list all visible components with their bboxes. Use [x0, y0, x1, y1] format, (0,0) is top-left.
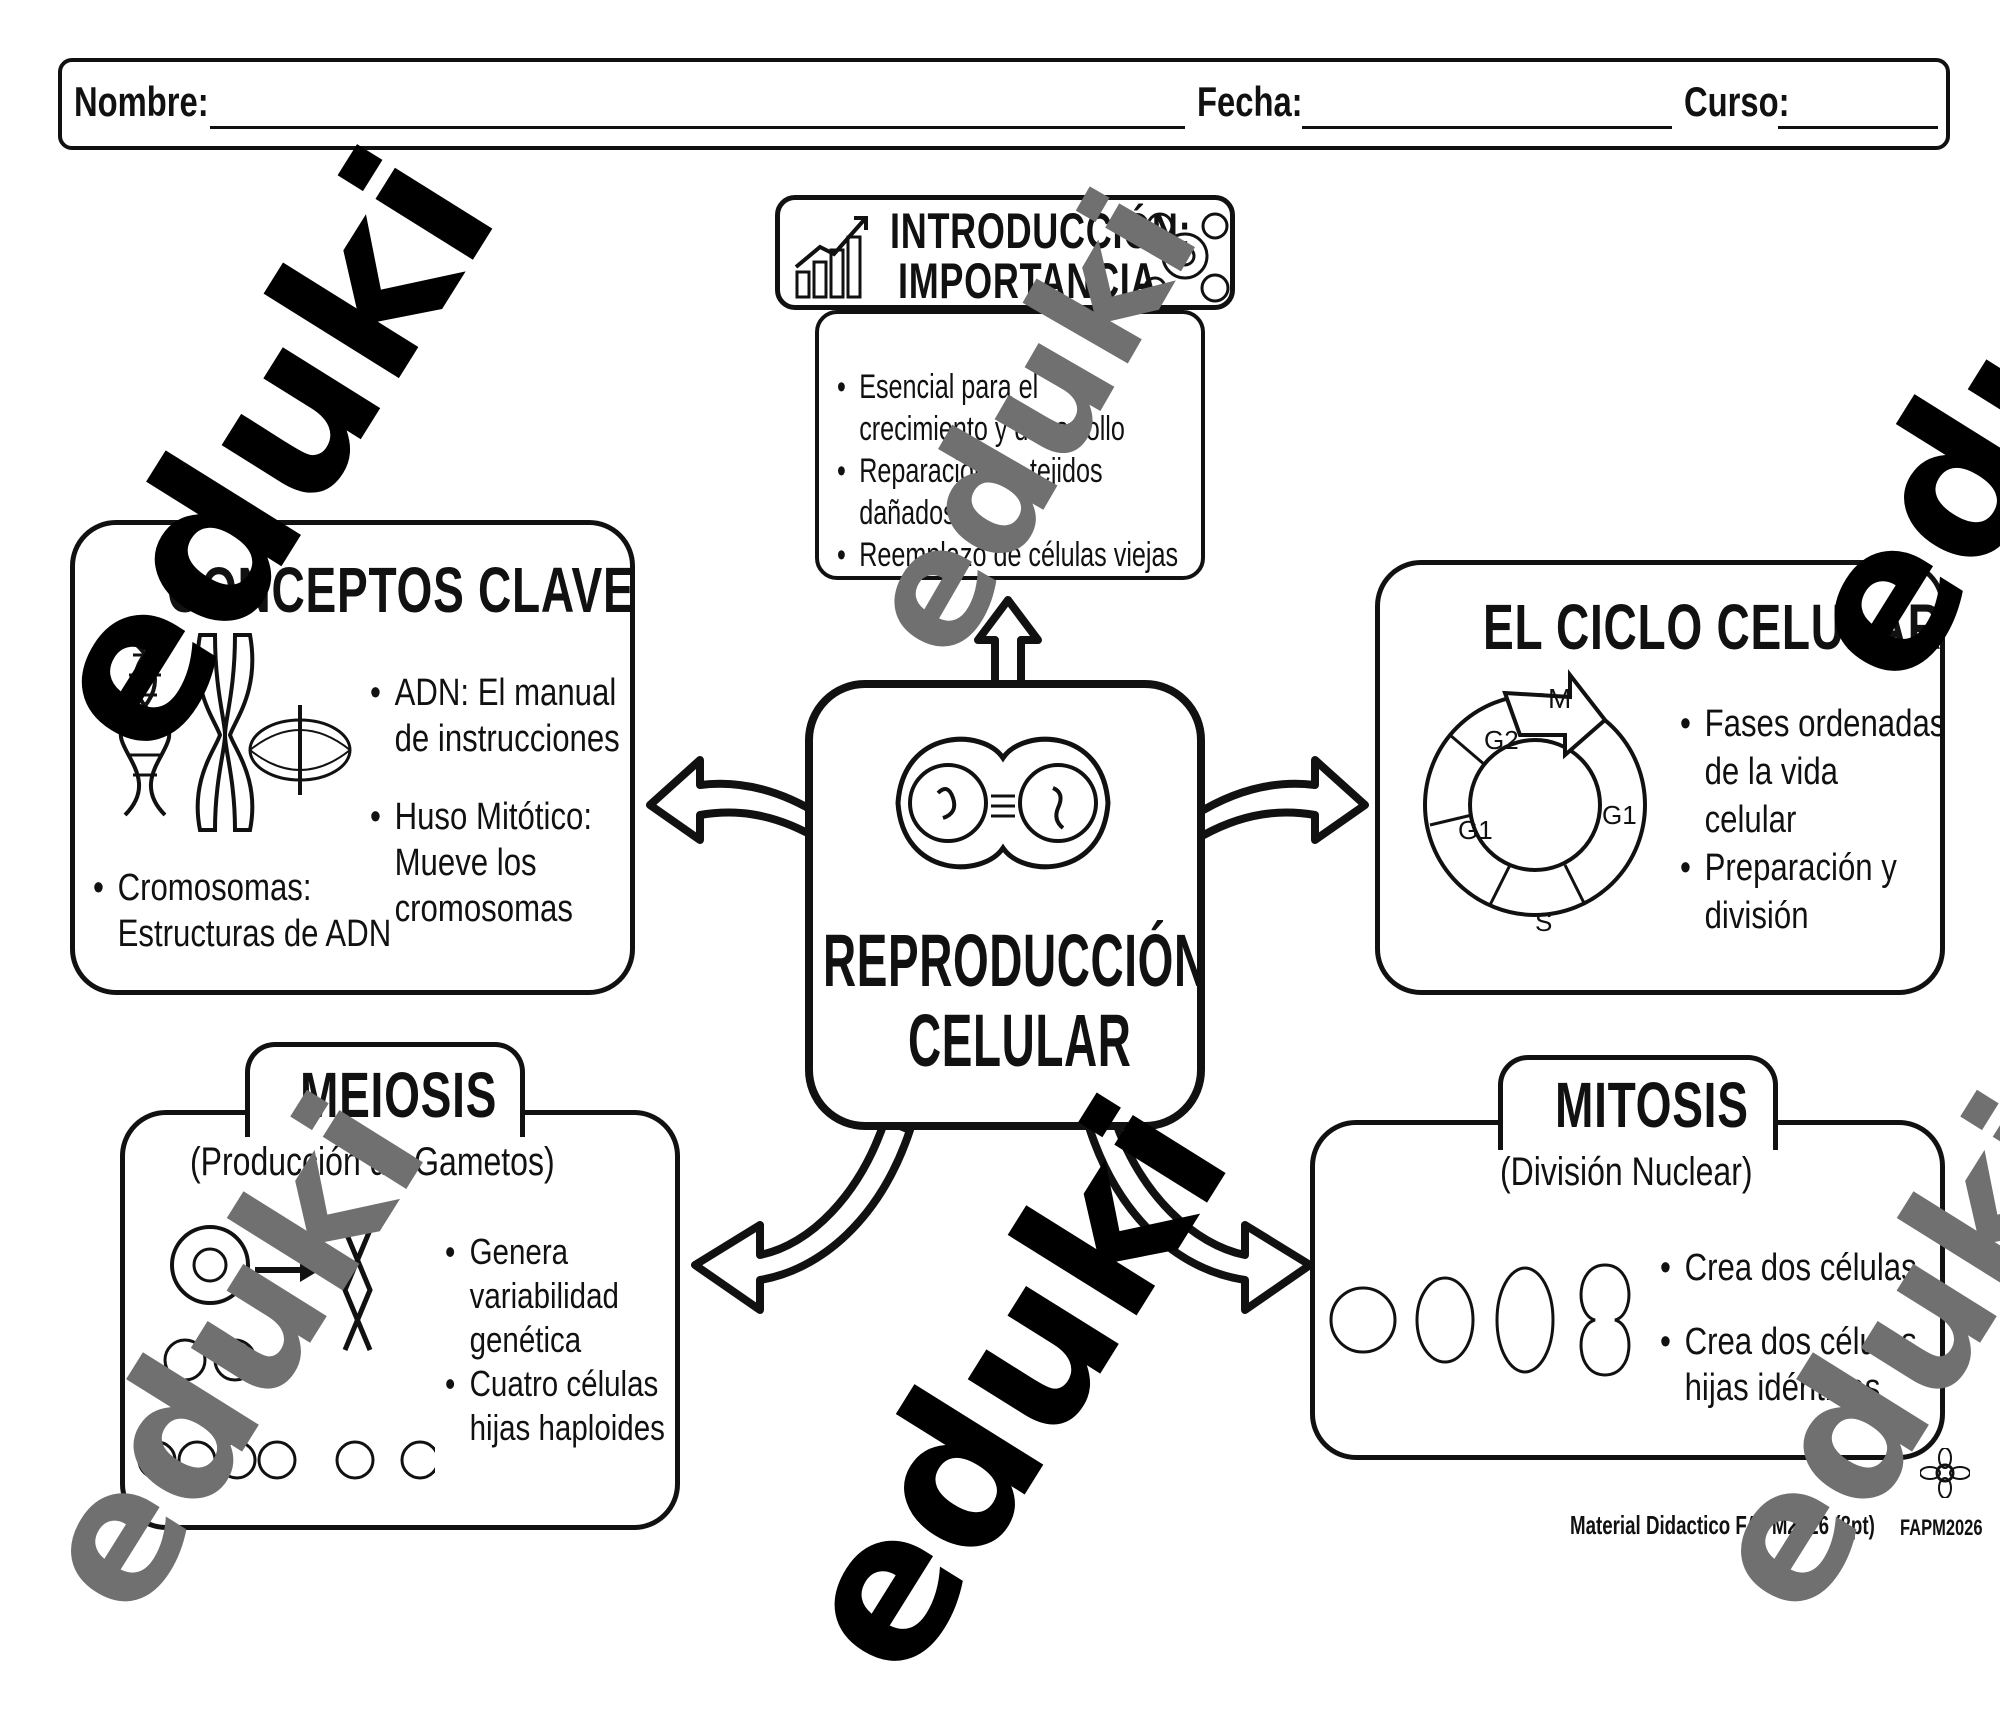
date-field[interactable]: [1302, 126, 1672, 129]
cells-icon: [1143, 212, 1230, 303]
meiosis-tab: [245, 1042, 525, 1137]
ciclo-box: EL CICLO CELULAR M G2 G1 G1 S Fases orde…: [1375, 560, 1945, 995]
meiosis-subtitle: (Producción de Gametos): [190, 1140, 555, 1184]
mitotic-spindle-icon: [248, 705, 352, 795]
chromosome-icon: [195, 633, 255, 832]
phase-g1-left-label: G1: [1458, 815, 1493, 845]
mitosis-tab: [1498, 1055, 1778, 1150]
cell-cycle-diagram: [1423, 669, 1647, 917]
phase-g1-right-label: G1: [1602, 800, 1637, 830]
dividing-cell-icon: [895, 736, 1111, 870]
phase-s-label: S: [1535, 907, 1553, 937]
course-label: Curso:: [1684, 78, 1790, 125]
intro-header-box: INTRODUCCIÓN: IMPORTANCIA: [775, 195, 1235, 310]
phase-g2-label: G2: [1484, 725, 1519, 755]
name-label: Nombre:: [74, 78, 209, 125]
mitosis-subtitle: (División Nuclear): [1500, 1150, 1753, 1194]
phase-m-label: M: [1548, 683, 1572, 714]
meiosis-title: MEIOSIS: [300, 1059, 498, 1131]
footer-credit: Material Didactico FAPM2026 (8pt): [1570, 1510, 1875, 1540]
conceptos-bullets-left: Cromosomas:Estructuras de ADN: [93, 865, 391, 957]
dna-icon: [118, 635, 172, 817]
mitosis-diagram: [1329, 1263, 1631, 1377]
footer-logo-text: FAPM2026: [1900, 1515, 1983, 1540]
intro-bullet: Reemplazo de células viejas: [837, 534, 1178, 576]
growth-chart-icon: [794, 216, 868, 299]
header-bar: Nombre: Fecha: Curso:: [58, 58, 1950, 150]
ciclo-title: EL CICLO CELULAR: [1483, 591, 1942, 663]
name-field[interactable]: [210, 126, 1185, 129]
course-field[interactable]: [1778, 126, 1938, 129]
date-label: Fecha:: [1197, 78, 1303, 125]
intro-title-line1: INTRODUCCIÓN:: [890, 203, 1192, 259]
meiosis-diagram: [137, 1225, 435, 1480]
conceptos-bullet: Cromosomas:Estructuras de ADN: [93, 865, 391, 957]
center-title-line2: CELULAR: [908, 999, 1132, 1082]
center-title-line1: REPRODUCCIÓN: [823, 919, 1208, 1002]
mitosis-bullet: Crea dos células: [1660, 1245, 1917, 1291]
flower-logo-icon: [1920, 1448, 1970, 1498]
conceptos-title: CONCEPTOS CLAVE: [167, 554, 635, 626]
center-box: REPRODUCCIÓN CELULAR: [805, 680, 1208, 1130]
intro-title-line2: IMPORTANCIA: [898, 253, 1158, 309]
mitosis-title: MITOSIS: [1555, 1069, 1749, 1141]
